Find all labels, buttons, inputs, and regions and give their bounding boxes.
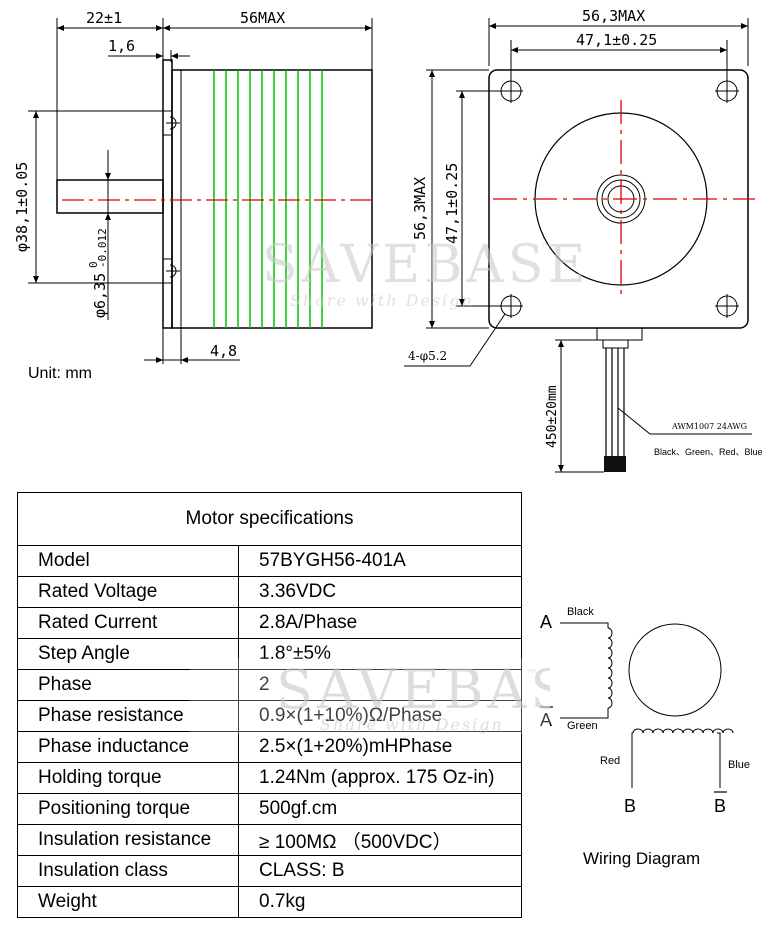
svg-text:SAVEBASE: SAVEBASE	[262, 235, 589, 295]
mounting-holes	[499, 79, 739, 318]
spec-value: 57BYGH56-401A	[238, 545, 522, 577]
wiring-caption: Wiring Diagram	[583, 849, 701, 868]
terminal-b-bar: B	[714, 796, 726, 816]
spec-value: CLASS: B	[238, 855, 522, 887]
spec-label: Model	[17, 545, 239, 577]
dim-hole-spacing-v: 47,1±0.25	[443, 163, 461, 244]
spec-value: 1.24Nm (approx. 175 Oz-in)	[238, 762, 522, 794]
terminal-b: B	[624, 796, 636, 816]
dim-front-height: 56,3MAX	[411, 177, 429, 240]
spec-value: 3.36VDC	[238, 576, 522, 608]
svg-text:Share with Design: Share with Design	[290, 291, 474, 310]
dim-front-width: 56,3MAX	[582, 7, 645, 25]
side-view: 22±1 56MAX 1,6	[13, 9, 374, 364]
lead-wires	[605, 348, 625, 472]
spec-value: 2	[238, 669, 522, 701]
spec-label: Positioning torque	[17, 793, 239, 825]
spec-label: Step Angle	[17, 638, 239, 670]
spec-value: 1.8°±5%	[238, 638, 522, 670]
spec-label: Rated Voltage	[17, 576, 239, 608]
spec-label: Phase	[17, 669, 239, 701]
wiring-diagram: A A Black Green Red Blue B B	[540, 606, 750, 816]
spec-label: Phase inductance	[17, 731, 239, 763]
winding-lines	[213, 70, 323, 328]
terminal-a-bar: A	[540, 710, 552, 730]
svg-text:™: ™	[540, 241, 552, 255]
spec-label: Holding torque	[17, 762, 239, 794]
unit-label: Unit: mm	[28, 365, 92, 382]
dim-pilot-offset: 4,8	[210, 342, 237, 360]
coil-a	[607, 627, 613, 709]
holes-callout: 4-φ5.2	[408, 349, 447, 363]
spec-value: ≥ 100MΩ （500VDC）	[238, 824, 522, 856]
dim-hole-spacing-h: 47,1±0.25	[576, 31, 657, 49]
terminal-a: A	[540, 612, 552, 632]
spec-value: 2.5×(1+20%)mHPhase	[238, 731, 522, 763]
spec-value: 2.8A/Phase	[238, 607, 522, 639]
spec-label: Insulation class	[17, 855, 239, 887]
dim-body-length: 56MAX	[240, 9, 285, 27]
spec-table-title: Motor specifications	[17, 492, 522, 546]
wire-label-blue: Blue	[728, 759, 750, 771]
wire-label-red: Red	[600, 755, 620, 767]
spec-value: 500gf.cm	[238, 793, 522, 825]
dim-shaft-diameter: φ6,35	[91, 273, 109, 318]
spec-value: 0.7kg	[238, 886, 522, 918]
front-view: 56,3MAX 47,1±0.25 56,3MAX 47,1±0.25	[404, 7, 763, 473]
spec-label: Insulation resistance	[17, 824, 239, 856]
dim-pilot-diameter: φ38,1±0.05	[13, 162, 31, 252]
dim-lead-length: 450±20mm	[545, 385, 560, 448]
rotor-symbol	[628, 623, 722, 717]
spec-label: Rated Current	[17, 607, 239, 639]
spec-value: 0.9×(1+10%)Ω/Phase	[238, 700, 522, 732]
watermark: SAVEBASE ™ Share with Design	[262, 235, 589, 310]
table-row: Insulation resistance≥ 100MΩ （500VDC）	[17, 824, 522, 856]
wire-label-black: Black	[567, 606, 594, 618]
spec-label: Weight	[17, 886, 239, 918]
wire-colors: Black、Green、Red、Blue	[654, 447, 763, 457]
motor-dimension-drawing: 22±1 56MAX 1,6	[13, 7, 763, 473]
dim-flange-thickness: 1,6	[108, 37, 135, 55]
dim-shaft-tol-upper: 0	[87, 261, 100, 268]
wire-spec: AWM1007 24AWG	[671, 422, 747, 431]
wire-label-green: Green	[567, 720, 598, 732]
dim-shaft-length: 22±1	[86, 9, 122, 27]
dim-shaft-tol-lower: -0.012	[96, 228, 109, 268]
coil-b	[632, 728, 734, 734]
spec-label: Phase resistance	[17, 700, 239, 732]
